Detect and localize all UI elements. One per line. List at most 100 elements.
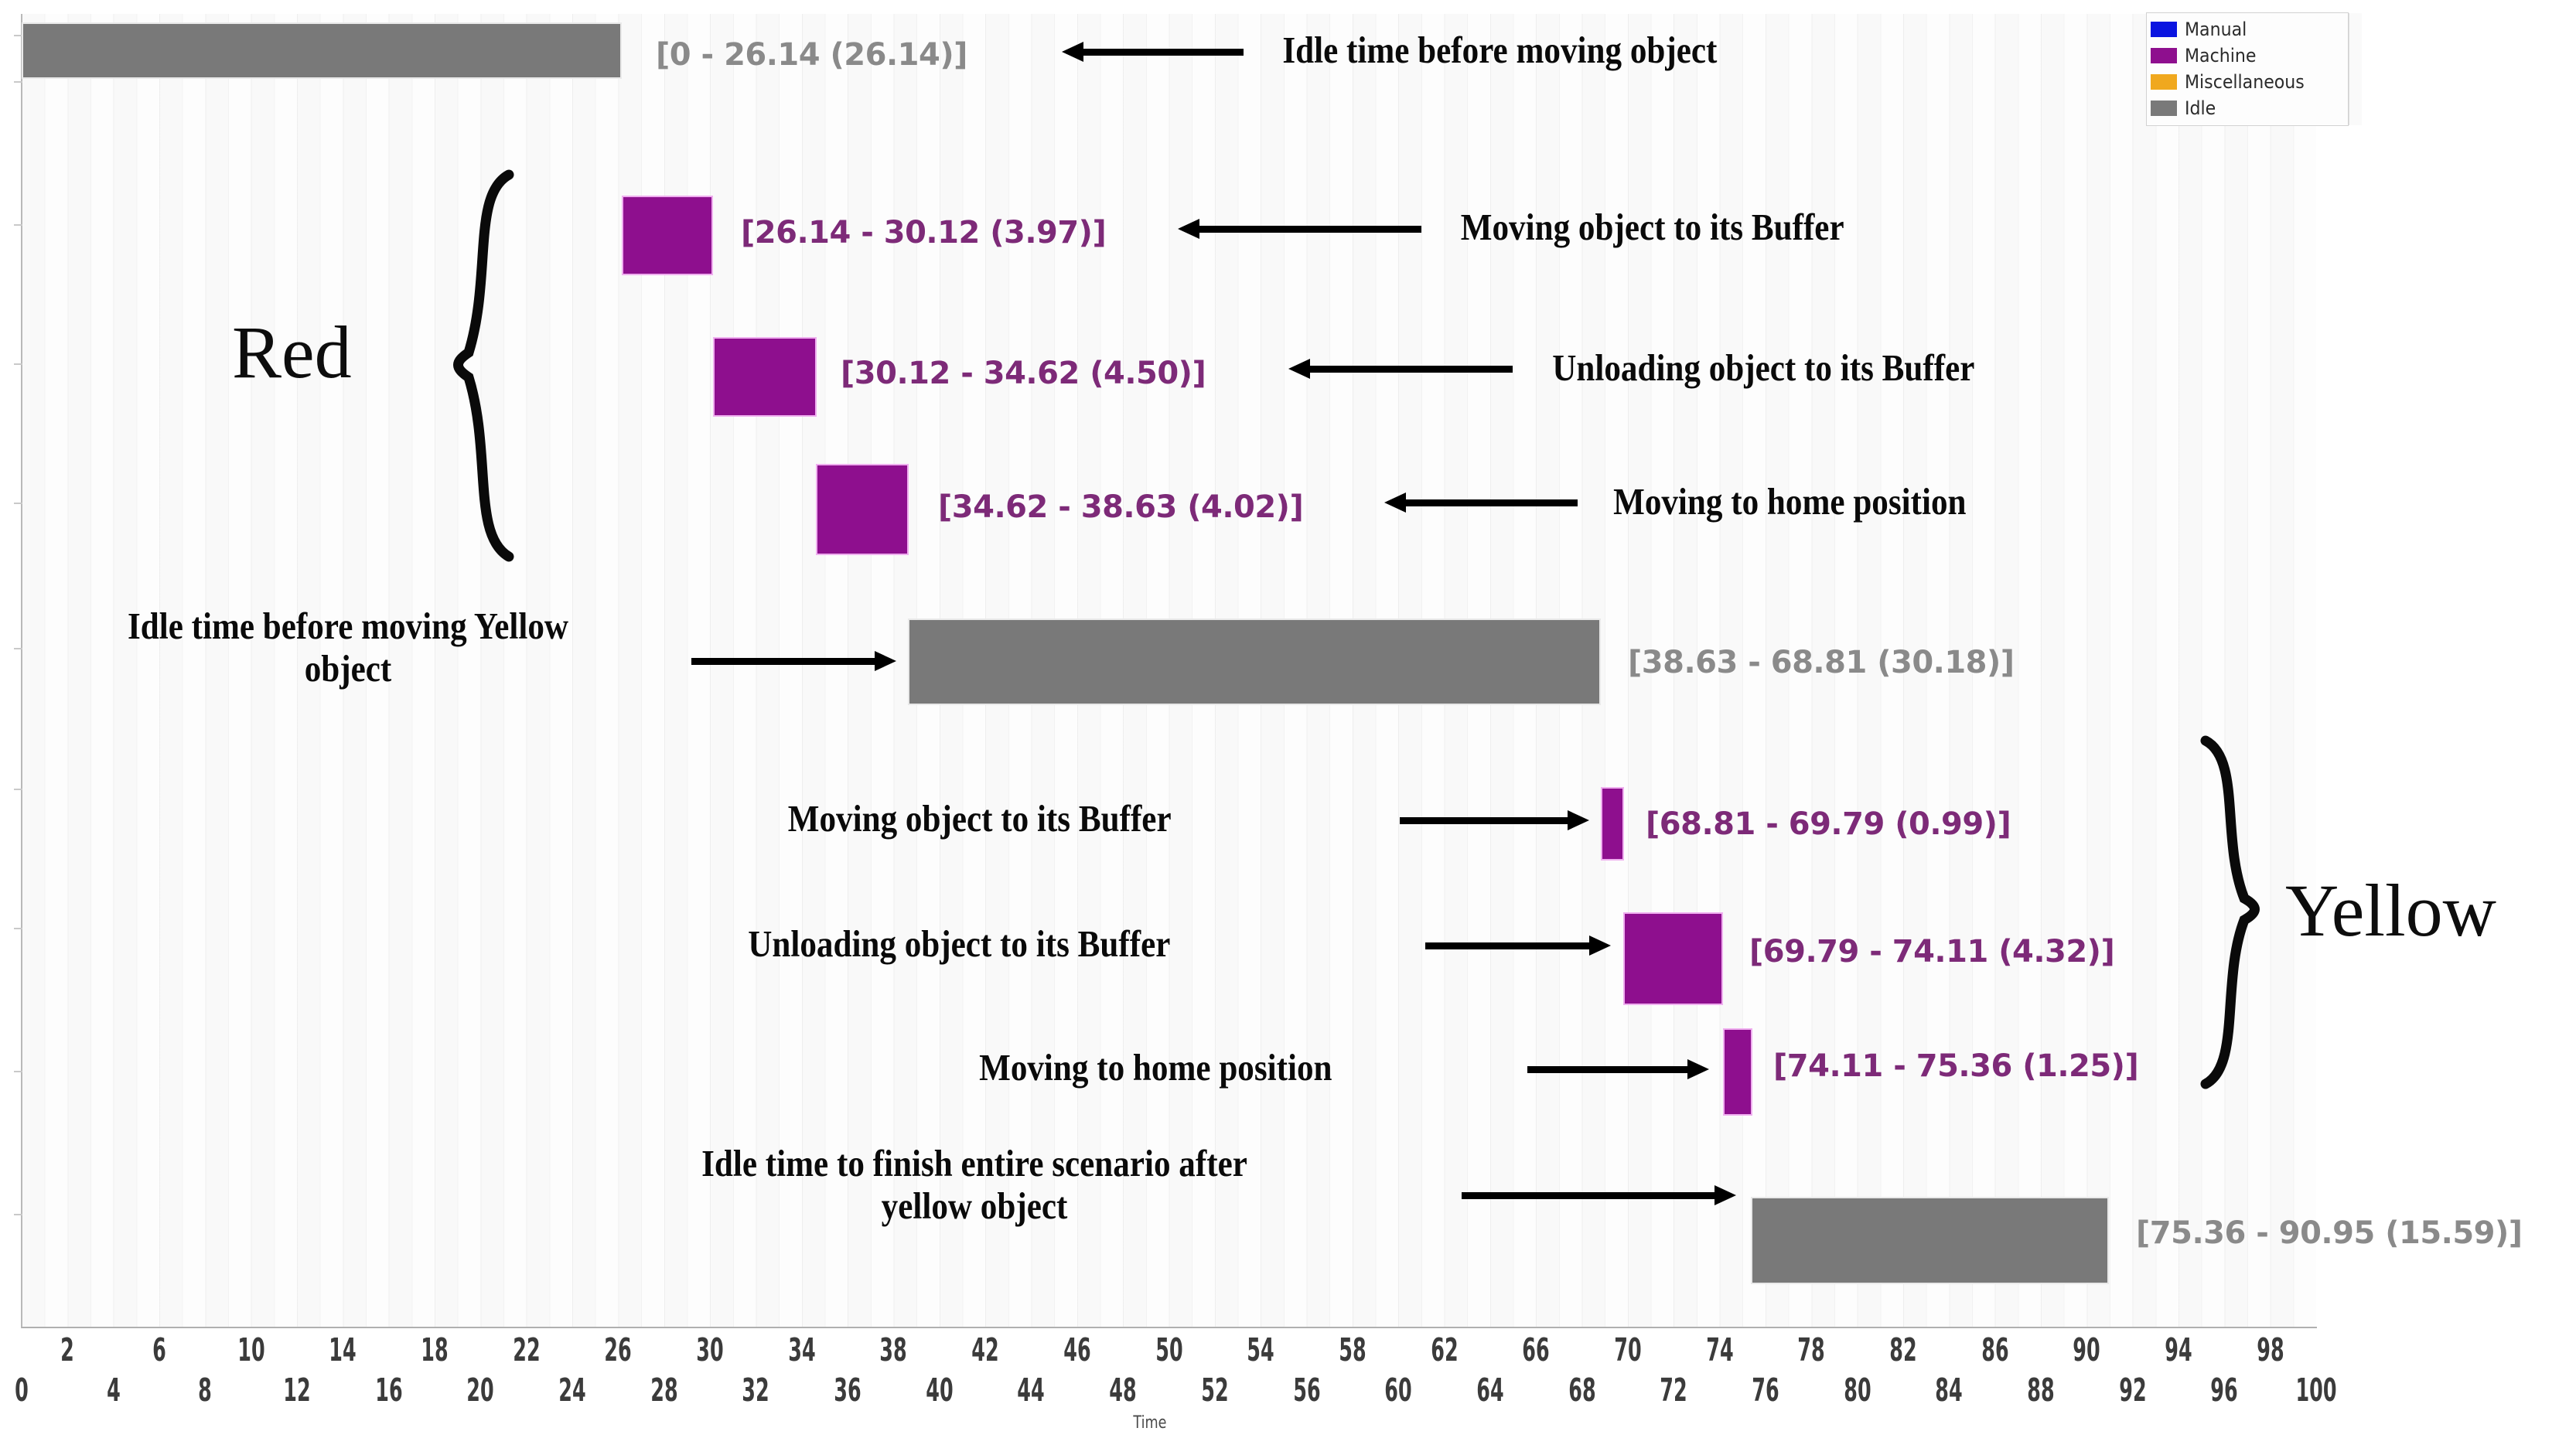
annotation-line-1: Idle time before moving Yellow — [127, 605, 569, 647]
brace-yellow-group — [2189, 734, 2289, 1090]
gantt-bar-machine-5[interactable] — [1623, 912, 1723, 1005]
x-axis-tick-label: 12 — [283, 1372, 311, 1409]
x-axis-tick-label: 14 — [329, 1331, 357, 1368]
x-axis-tick-label: 98 — [2256, 1331, 2284, 1368]
x-axis-tick-label: 0 — [15, 1372, 29, 1409]
x-axis-tick-label: 72 — [1660, 1372, 1687, 1409]
x-axis-tick-label: 48 — [1109, 1372, 1137, 1409]
y-axis-tick — [14, 1214, 22, 1215]
annotation-moving-object-to-buffer-yellow: Moving object to its Buffer — [787, 797, 1172, 840]
annotation-moving-to-home-position-yellow: Moving to home position — [979, 1046, 1332, 1089]
y-axis-tick — [14, 35, 22, 36]
x-axis-tick-label: 4 — [106, 1372, 121, 1409]
gantt-bar-machine-1[interactable] — [622, 196, 713, 275]
x-axis-tick-label: 44 — [1017, 1372, 1046, 1409]
annotation-idle-before-moving-object: Idle time before moving object — [1282, 29, 1718, 71]
y-axis-tick — [14, 648, 22, 649]
x-axis-tick-label: 18 — [421, 1331, 449, 1368]
annotation-line-2: object — [304, 646, 392, 690]
x-axis-tick-label: 66 — [1522, 1331, 1550, 1368]
x-axis-tick-label: 2 — [60, 1331, 75, 1368]
y-axis-tick — [14, 363, 22, 365]
x-axis-tick-label: 6 — [152, 1331, 166, 1368]
y-axis-tick — [14, 81, 22, 83]
legend-swatch-icon — [2151, 74, 2177, 90]
x-axis-tick-label: 58 — [1339, 1331, 1366, 1368]
legend-swatch-icon — [2151, 101, 2177, 116]
bar-value-label: [75.36 - 90.95 (15.59)] — [2136, 1215, 2523, 1251]
x-axis-tick-label: 96 — [2210, 1372, 2239, 1409]
legend-item-idle[interactable]: Idle — [2151, 95, 2343, 121]
callout-arrow-left-4 — [1384, 492, 1578, 513]
callout-arrow-right-9 — [1462, 1185, 1736, 1205]
y-axis-tick — [14, 224, 22, 226]
x-axis-tick-label: 62 — [1430, 1331, 1459, 1368]
x-axis-tick-label: 64 — [1476, 1372, 1504, 1409]
x-axis-tick-label: 88 — [2027, 1372, 2055, 1409]
legend-swatch-icon — [2151, 48, 2177, 63]
x-axis-tick-label: 100 — [2295, 1372, 2337, 1409]
x-axis-tick-label: 80 — [1843, 1372, 1871, 1409]
legend-swatch-icon — [2151, 22, 2177, 37]
x-axis-tick-label: 30 — [696, 1331, 724, 1368]
legend-label: Idle — [2185, 97, 2216, 119]
x-axis-tick-label: 84 — [1935, 1372, 1963, 1409]
legend-item-machine[interactable]: Machine — [2151, 43, 2343, 69]
x-axis-tick-label: 40 — [926, 1372, 954, 1409]
x-axis-tick-label: 70 — [1614, 1331, 1642, 1368]
callout-arrow-right-6 — [1400, 810, 1589, 830]
x-axis-tick-label: 82 — [1889, 1331, 1917, 1368]
x-axis-tick-label: 68 — [1568, 1372, 1596, 1409]
group-label-yellow: Yellow — [2285, 869, 2496, 952]
annotation-idle-before-moving-yellow: Idle time before moving Yellow object — [49, 605, 647, 690]
y-axis-line — [21, 14, 22, 1328]
x-axis-tick-label: 86 — [1981, 1331, 2009, 1368]
x-axis-tick-label: 50 — [1155, 1331, 1183, 1368]
x-axis-tick-label: 74 — [1705, 1331, 1734, 1368]
gantt-bar-machine-6[interactable] — [1723, 1028, 1752, 1116]
legend-item-miscellaneous[interactable]: Miscellaneous — [2151, 69, 2343, 95]
x-axis-tick-label: 34 — [788, 1331, 816, 1368]
legend-item-manual[interactable]: Manual — [2151, 16, 2343, 43]
x-axis-tick-label: 16 — [375, 1372, 403, 1409]
callout-arrow-left-1 — [1062, 42, 1244, 62]
callout-arrow-right-8 — [1527, 1059, 1709, 1079]
annotation-moving-object-to-buffer-red: Moving object to its Buffer — [1460, 206, 1844, 248]
legend-scrollbar[interactable] — [2349, 13, 2362, 125]
annotation-unloading-object-to-buffer-red: Unloading object to its Buffer — [1552, 346, 1975, 389]
legend-label: Machine — [2185, 45, 2257, 66]
gantt-bar-machine-4[interactable] — [1601, 787, 1624, 861]
gantt-bar-idle-3[interactable] — [1751, 1197, 2109, 1284]
callout-arrow-right-5 — [691, 651, 896, 671]
gantt-bar-machine-2[interactable] — [713, 337, 817, 417]
x-axis-tick-label: 28 — [650, 1372, 678, 1409]
x-axis-tick-label: 90 — [2073, 1331, 2100, 1368]
bar-value-label: [34.62 - 38.63 (4.02)] — [938, 489, 1304, 525]
gantt-bar-idle-2[interactable] — [908, 619, 1601, 705]
annotation-idle-finish-scenario: Idle time to finish entire scenario afte… — [552, 1142, 1396, 1228]
x-axis-tick-label: 36 — [834, 1372, 862, 1409]
bar-value-label: [69.79 - 74.11 (4.32)] — [1749, 934, 2115, 970]
callout-arrow-left-3 — [1288, 359, 1513, 379]
x-axis-tick-label: 60 — [1384, 1372, 1412, 1409]
annotation-moving-to-home-position-red: Moving to home position — [1613, 480, 1967, 523]
x-axis-tick-label: 94 — [2165, 1331, 2192, 1368]
brace-red-group — [424, 169, 524, 563]
x-axis-tick-label: 92 — [2118, 1372, 2147, 1409]
bar-value-label: [0 - 26.14 (26.14)] — [656, 37, 967, 73]
y-axis-tick — [14, 789, 22, 790]
x-axis-tick-label: 22 — [513, 1331, 541, 1368]
gantt-bar-idle-1[interactable] — [22, 22, 622, 79]
x-axis-tick-label: 8 — [198, 1372, 213, 1409]
x-axis-tick-label: 56 — [1292, 1372, 1321, 1409]
x-axis-tick-label: 20 — [466, 1372, 495, 1409]
legend-label: Miscellaneous — [2185, 71, 2305, 93]
x-axis-tick-label: 78 — [1797, 1331, 1825, 1368]
x-axis-tick-label: 42 — [971, 1331, 999, 1368]
gantt-bar-machine-3[interactable] — [816, 464, 909, 555]
x-axis-tick-label: 52 — [1201, 1372, 1229, 1409]
group-label-red: Red — [232, 311, 352, 394]
